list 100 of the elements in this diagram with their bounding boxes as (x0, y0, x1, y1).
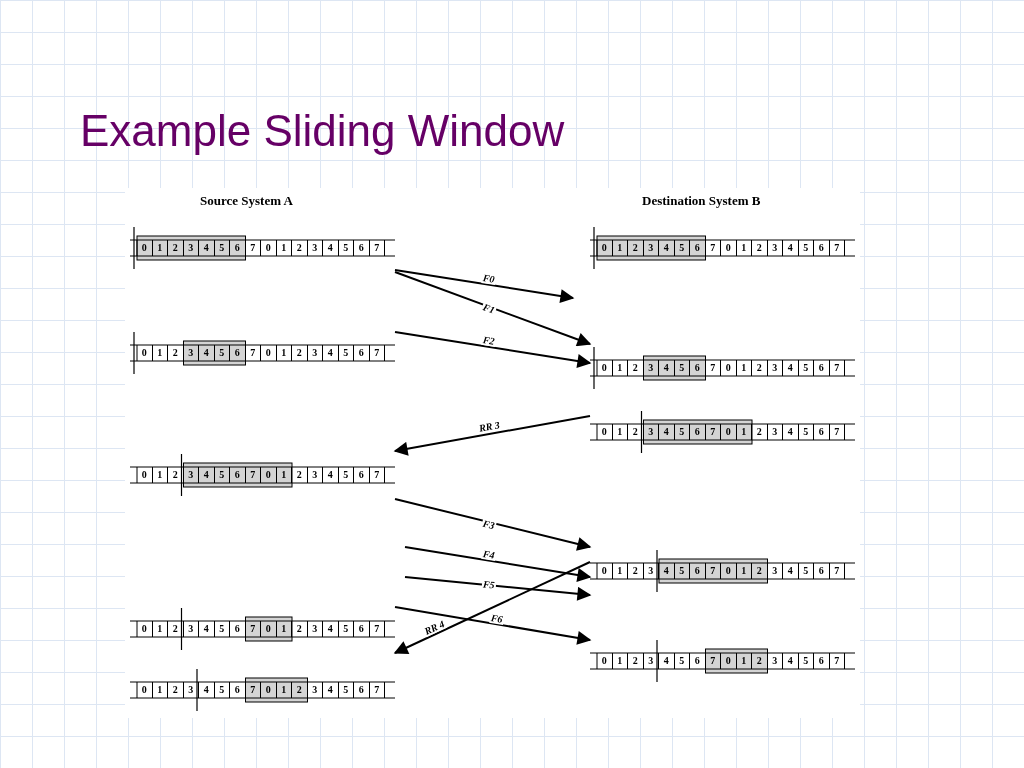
sequence-number: 6 (814, 653, 830, 669)
sequence-number: 5 (798, 653, 814, 669)
sequence-number: 4 (199, 467, 215, 483)
sequence-number: 3 (183, 240, 199, 256)
sequence-number: 6 (814, 240, 830, 256)
sequence-number: 4 (323, 240, 339, 256)
sequence-number: 3 (643, 240, 659, 256)
sequence-number: 6 (814, 424, 830, 440)
sequence-number: 4 (659, 563, 675, 579)
sequence-number: 1 (736, 240, 752, 256)
sequence-number: 7 (829, 240, 845, 256)
sequence-number: 3 (767, 360, 783, 376)
sequence-number: 2 (168, 240, 184, 256)
sequence-number: 2 (292, 345, 308, 361)
frame-arrow (404, 576, 592, 601)
sequence-number: 4 (783, 424, 799, 440)
sequence-number: 6 (230, 621, 246, 637)
sequence-number: 0 (137, 682, 153, 698)
sequence-number: 0 (261, 345, 277, 361)
sequence-number: 6 (690, 653, 706, 669)
sequence-number: 4 (659, 360, 675, 376)
sequence-number: 7 (245, 345, 261, 361)
sequence-number: 3 (307, 682, 323, 698)
sequence-number: 7 (705, 360, 721, 376)
sequence-number: 4 (783, 360, 799, 376)
sequence-number: 3 (183, 621, 199, 637)
sequence-number: 0 (721, 563, 737, 579)
sequence-number: 2 (168, 345, 184, 361)
frame-arrow (394, 271, 592, 347)
sequence-number: 4 (659, 424, 675, 440)
sequence-number: 4 (199, 682, 215, 698)
sequence-number: 0 (721, 360, 737, 376)
sequence-number: 7 (369, 345, 385, 361)
sequence-number: 6 (690, 563, 706, 579)
sequence-number: 3 (643, 563, 659, 579)
sequence-number: 7 (369, 467, 385, 483)
sequence-number: 2 (628, 653, 644, 669)
sequence-number: 5 (338, 682, 354, 698)
sequence-number: 1 (736, 563, 752, 579)
sequence-number: 0 (261, 467, 277, 483)
sequence-number: 7 (369, 621, 385, 637)
sequence-number: 2 (292, 621, 308, 637)
sequence-number: 5 (338, 345, 354, 361)
sequence-number: 6 (814, 360, 830, 376)
sequence-number: 1 (276, 240, 292, 256)
sequence-number: 5 (798, 240, 814, 256)
sequence-number: 2 (292, 682, 308, 698)
sequence-number: 3 (643, 360, 659, 376)
sequence-number: 7 (829, 360, 845, 376)
sequence-number: 5 (214, 345, 230, 361)
sequence-number: 4 (323, 621, 339, 637)
sequence-number: 5 (338, 621, 354, 637)
sequence-number: 6 (354, 467, 370, 483)
sequence-number: 3 (767, 424, 783, 440)
sequence-number: 1 (152, 682, 168, 698)
sequence-number: 7 (369, 240, 385, 256)
sequence-number: 1 (736, 360, 752, 376)
sequence-number: 6 (354, 621, 370, 637)
sequence-number: 1 (276, 621, 292, 637)
sequence-number: 3 (767, 653, 783, 669)
sequence-number: 2 (628, 424, 644, 440)
sequence-number: 5 (798, 360, 814, 376)
sequence-number: 5 (338, 240, 354, 256)
sequence-number: 3 (183, 467, 199, 483)
sequence-number: 6 (690, 360, 706, 376)
sequence-number: 1 (612, 653, 628, 669)
sequence-number: 5 (674, 240, 690, 256)
sequence-number: 5 (674, 653, 690, 669)
sequence-number: 0 (721, 240, 737, 256)
sequence-number: 0 (137, 467, 153, 483)
sequence-number: 7 (245, 682, 261, 698)
sequence-number: 3 (183, 345, 199, 361)
sequence-number: 5 (338, 467, 354, 483)
sequence-number: 6 (230, 467, 246, 483)
sequence-number: 4 (323, 682, 339, 698)
sequence-number: 0 (597, 240, 613, 256)
slide-title: Example Sliding Window (80, 106, 565, 156)
sequence-number: 2 (752, 653, 768, 669)
sequence-number: 5 (674, 360, 690, 376)
sequence-number: 4 (199, 240, 215, 256)
sequence-number: 6 (230, 682, 246, 698)
sequence-number: 3 (307, 467, 323, 483)
sequence-number: 3 (183, 682, 199, 698)
sequence-number: 0 (261, 621, 277, 637)
sequence-number: 1 (152, 621, 168, 637)
sequence-number: 1 (612, 240, 628, 256)
sequence-number: 0 (597, 360, 613, 376)
sequence-number: 1 (152, 240, 168, 256)
sequence-number: 7 (829, 563, 845, 579)
sequence-number: 6 (690, 424, 706, 440)
sequence-number: 0 (137, 345, 153, 361)
sequence-number: 0 (261, 240, 277, 256)
sequence-number: 4 (783, 240, 799, 256)
sequence-number: 0 (597, 563, 613, 579)
sequence-number: 4 (783, 653, 799, 669)
sequence-number: 5 (798, 424, 814, 440)
sequence-number: 5 (214, 682, 230, 698)
sequence-number: 2 (752, 360, 768, 376)
sequence-number: 7 (705, 240, 721, 256)
sequence-number: 2 (752, 424, 768, 440)
